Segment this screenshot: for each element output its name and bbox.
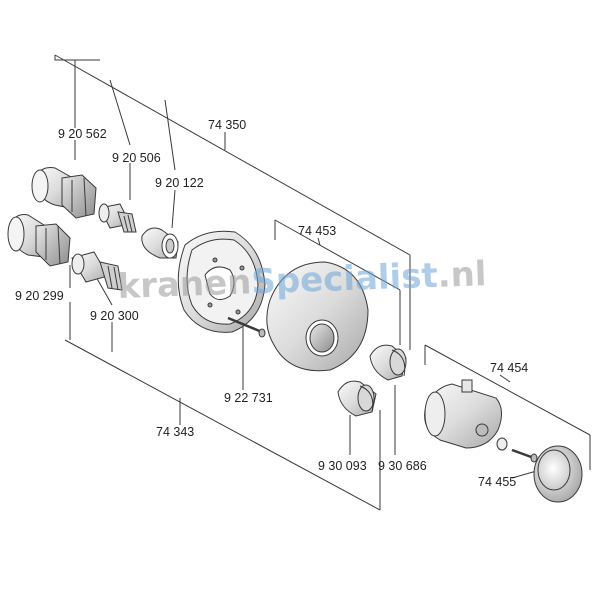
part-nipple-9-20-506 xyxy=(98,203,137,233)
part-handle-74-454 xyxy=(424,379,502,449)
label-74-455: 74 455 xyxy=(478,475,516,489)
label-9-30-093: 9 30 093 xyxy=(318,459,367,473)
label-9-22-731: 9 22 731 xyxy=(224,391,273,405)
label-9-20-506: 9 20 506 xyxy=(112,151,161,165)
label-9-20-122: 9 20 122 xyxy=(155,176,204,190)
watermark-part-1: kranen xyxy=(117,262,252,307)
label-74-453: 74 453 xyxy=(298,224,336,238)
leader-lines xyxy=(54,54,591,511)
label-74-454: 74 454 xyxy=(490,361,528,375)
part-cap-74-455 xyxy=(533,445,583,503)
part-labels: 9 20 562 9 20 506 9 20 122 74 350 9 20 2… xyxy=(15,118,528,489)
part-nut-9-30-686 xyxy=(369,344,407,381)
part-union-9-20-562 xyxy=(31,167,97,219)
label-74-350: 74 350 xyxy=(208,118,246,132)
label-9-30-686: 9 30 686 xyxy=(378,459,427,473)
watermark: kranenSpecialist.nl xyxy=(117,254,487,307)
part-mounting-plate xyxy=(177,230,266,333)
part-union-9-20-299 xyxy=(7,214,71,267)
watermark-part-3: .nl xyxy=(437,254,487,296)
watermark-part-2: Specialist xyxy=(251,256,439,302)
part-nipple-9-20-300 xyxy=(71,251,123,291)
part-nut-9-30-093 xyxy=(337,380,377,417)
part-rosette-74-453 xyxy=(266,261,369,372)
label-9-20-299: 9 20 299 xyxy=(15,289,64,303)
label-74-343: 74 343 xyxy=(156,425,194,439)
part-washer-screw xyxy=(496,437,538,463)
part-sleeve-9-20-122 xyxy=(141,227,179,259)
label-9-20-562: 9 20 562 xyxy=(58,127,107,141)
label-9-20-300: 9 20 300 xyxy=(90,309,139,323)
part-screw-9-22-731 xyxy=(227,316,266,338)
